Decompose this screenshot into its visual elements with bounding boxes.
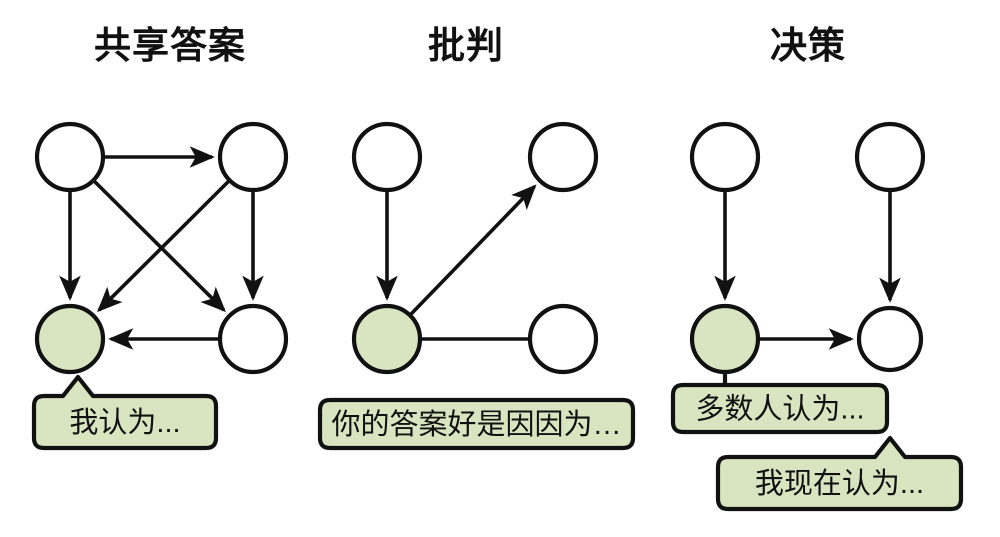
agent-node[interactable]: [217, 303, 289, 375]
agent-node[interactable]: [689, 121, 761, 193]
agent-node-active[interactable]: [34, 303, 106, 375]
panel-title-decision: 决策: [770, 25, 846, 66]
agent-node[interactable]: [856, 305, 924, 373]
speech-bubble[interactable]: 多数人认为...: [670, 382, 890, 435]
agent-node-active[interactable]: [689, 303, 761, 375]
edge-arrow: [97, 179, 231, 313]
agent-node[interactable]: [34, 121, 106, 193]
speech-bubble-shape: [670, 382, 890, 435]
edge-arrow: [409, 184, 537, 316]
edges-layer: [59, 146, 901, 350]
agent-node[interactable]: [854, 121, 926, 193]
nodes-layer: [34, 121, 926, 375]
panel-titles-layer: 共享答案 批判 决策: [94, 25, 846, 66]
agent-node-active[interactable]: [351, 303, 423, 375]
agent-node[interactable]: [351, 121, 423, 193]
panel-title-shared-answer: 共享答案: [94, 25, 246, 66]
agent-node[interactable]: [217, 121, 289, 193]
speech-bubble-text: 我现在认为...: [755, 467, 924, 500]
speech-bubble[interactable]: 你的答案好是因因为…: [317, 397, 636, 451]
speech-bubble-shape: [715, 435, 964, 512]
speech-bubble-text: 我认为...: [69, 406, 180, 439]
speech-bubble-shape: [317, 397, 636, 451]
speech-bubble[interactable]: 我现在认为...: [715, 435, 964, 512]
speech-bubble-text: 多数人认为...: [695, 393, 864, 426]
agent-node[interactable]: [527, 121, 599, 193]
edge-arrow: [92, 179, 226, 313]
speech-bubble[interactable]: 我认为...: [31, 374, 219, 451]
speech-bubbles-layer: 我认为... 你的答案好是因因为… 多数人认为... 我现在认为...: [31, 372, 964, 512]
speech-bubble-text: 你的答案好是因因为…: [331, 408, 621, 441]
speech-bubble-shape: [31, 374, 219, 451]
panel-title-critique: 批判: [428, 25, 504, 66]
agent-node[interactable]: [527, 303, 599, 375]
